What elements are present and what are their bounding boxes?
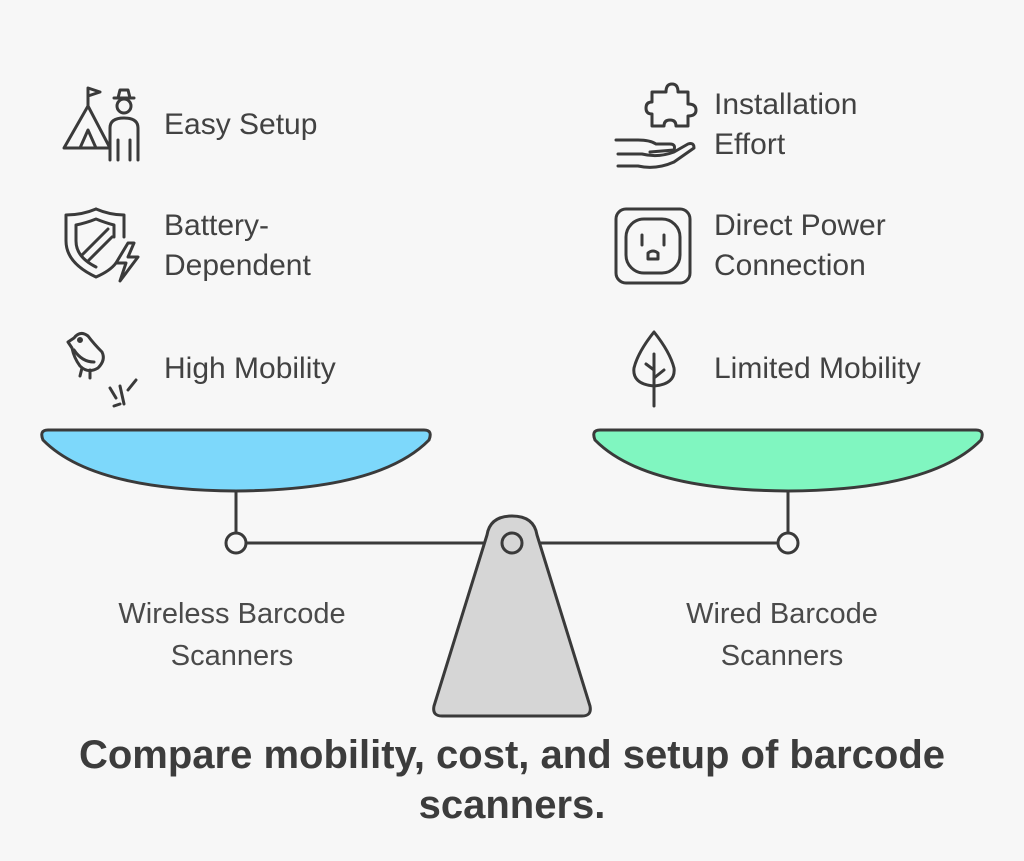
feature-label: Installation Effort <box>714 88 858 161</box>
feature-easy-setup: Easy Setup <box>58 80 317 170</box>
feature-label: High Mobility <box>164 352 336 385</box>
feature-label: Battery- Dependent <box>164 209 311 282</box>
right-pivot <box>776 531 800 555</box>
fulcrum <box>432 514 592 718</box>
wired-scanners-label: Wired Barcode Scanners <box>686 598 878 672</box>
left-pivot <box>224 531 248 555</box>
left-pan <box>40 428 432 493</box>
camping-person-icon <box>58 80 148 170</box>
bird-icon <box>58 324 148 414</box>
power-outlet-icon <box>608 201 698 291</box>
tree-icon <box>608 324 698 414</box>
feature-high-mobility: High Mobility <box>58 324 336 414</box>
shield-bolt-icon <box>58 201 148 291</box>
feature-label: Direct Power Connection <box>714 209 886 282</box>
feature-label: Easy Setup <box>164 108 318 141</box>
right-pan <box>592 428 984 493</box>
wireless-scanners-label: Wireless Barcode Scanners <box>118 598 346 672</box>
feature-label: Limited Mobility <box>714 352 921 385</box>
hand-puzzle-icon <box>608 80 698 170</box>
feature-battery-dependent: Battery- Dependent <box>58 201 311 291</box>
feature-limited-mobility: Limited Mobility <box>608 324 921 414</box>
feature-installation-effort: Installation Effort <box>608 80 857 170</box>
fulcrum-pivot <box>500 531 524 555</box>
headline: Compare mobility, cost, and setup of bar… <box>78 733 946 827</box>
feature-direct-power: Direct Power Connection <box>608 201 886 291</box>
